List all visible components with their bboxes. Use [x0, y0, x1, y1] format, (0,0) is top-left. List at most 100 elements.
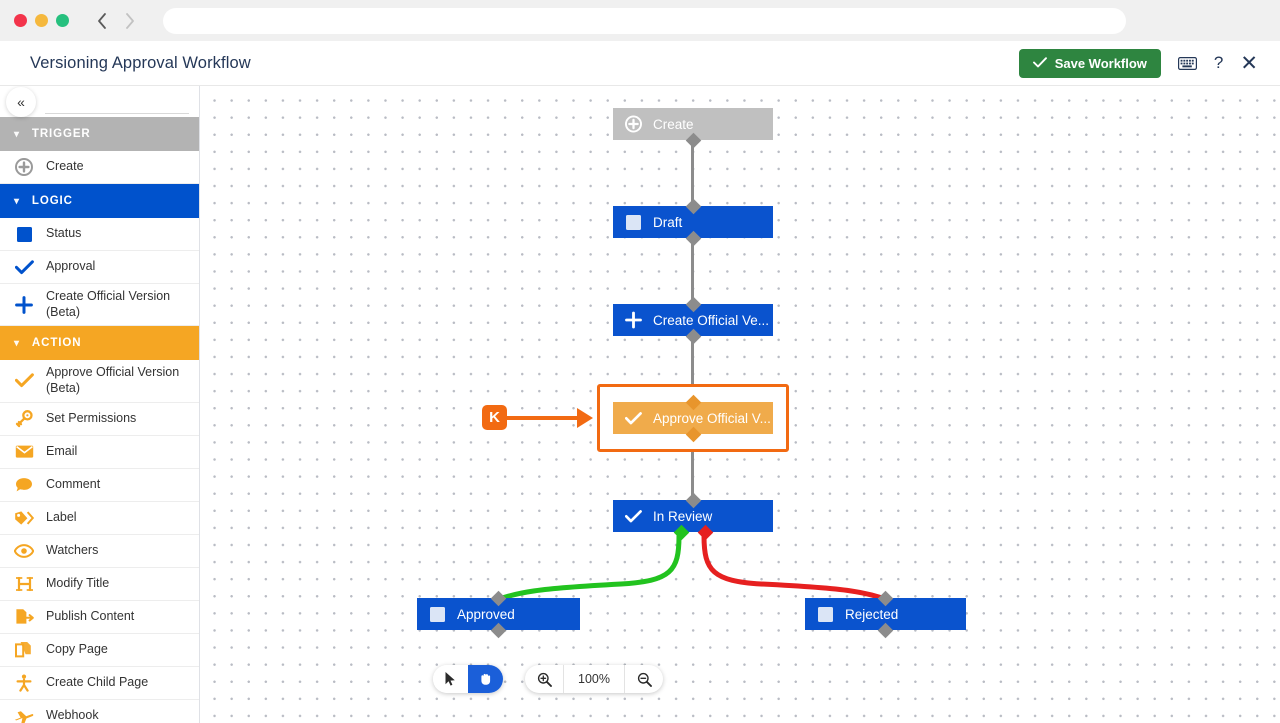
back-icon[interactable]	[95, 11, 109, 31]
sidebar-item-watchers[interactable]: Watchers	[0, 534, 199, 568]
minimize-window-button[interactable]	[35, 14, 48, 27]
sidebar-item-create-child-page[interactable]: Create Child Page	[0, 666, 199, 700]
sidebar-section-label: LOGIC	[31, 195, 73, 207]
square-icon	[625, 214, 642, 230]
sidebar-item-create[interactable]: Create	[0, 151, 199, 184]
plus-icon	[625, 311, 642, 329]
sidebar-item-label: Approve Official Version (Beta)	[46, 365, 180, 395]
workflow-node-label: In Review	[653, 508, 713, 524]
annotation-arrow-line	[507, 416, 577, 420]
plus-icon	[12, 294, 36, 316]
close-window-button[interactable]	[14, 14, 27, 27]
check-icon	[625, 509, 642, 524]
sidebar-section-trigger[interactable]: ▾ TRIGGER	[0, 117, 199, 151]
sidebar-item-label: Webhook	[46, 707, 99, 722]
sidebar-item-status[interactable]: Status	[0, 218, 199, 251]
heading-icon	[12, 573, 36, 595]
sidebar-topbar: «	[0, 86, 199, 117]
check-icon	[12, 256, 36, 278]
sidebar-search-input[interactable]	[45, 113, 189, 114]
annotation-arrow-head	[577, 408, 593, 428]
pan-tool-button[interactable]	[468, 665, 503, 693]
sidebar-item-copy-page[interactable]: Copy Page	[0, 633, 199, 667]
sidebar-item-label: Status	[46, 226, 82, 241]
sidebar-item-label: Modify Title	[46, 575, 110, 590]
sidebar-item-label: Email	[46, 443, 78, 458]
sidebar-item-label: Publish Content	[46, 608, 135, 623]
edge-aov-review	[691, 430, 694, 508]
check-icon	[1032, 55, 1047, 71]
save-workflow-button[interactable]: Save Workflow	[1018, 48, 1161, 78]
sidebar-item-label: Label	[46, 509, 77, 524]
eye-icon	[12, 540, 36, 562]
workflow-node-label: Create	[653, 116, 694, 132]
sidebar-section-logic[interactable]: ▾ LOGIC	[0, 184, 199, 218]
keyboard-icon[interactable]	[1177, 56, 1197, 70]
sidebar-item-label: Create Child Page	[46, 674, 149, 689]
webhook-icon	[12, 705, 36, 723]
chevron-down-icon: ▾	[14, 195, 20, 207]
sidebar-item-label: Watchers	[46, 542, 99, 557]
save-workflow-label: Save Workflow	[1054, 55, 1147, 71]
browser-chrome	[0, 0, 1280, 41]
edge-create-draft	[691, 136, 694, 214]
sidebar-section-label: ACTION	[31, 337, 82, 350]
help-button[interactable]: ?	[1213, 53, 1224, 72]
sidebar-item-label: Comment	[46, 476, 101, 491]
child-page-icon	[12, 672, 36, 694]
sidebar-item-publish-content[interactable]: Publish Content	[0, 600, 199, 634]
sidebar-item-webhook[interactable]: Webhook	[0, 699, 199, 723]
circle-plus-icon	[12, 156, 36, 178]
sidebar-item-label: Set Permissions	[46, 410, 137, 425]
workflow-node-label: Draft	[653, 214, 683, 230]
zoom-level-value[interactable]: 100%	[563, 665, 625, 693]
sidebar-item-approve-official-version-beta[interactable]: Approve Official Version (Beta)	[0, 360, 199, 403]
address-bar[interactable]	[163, 7, 1126, 34]
chevron-down-icon: ▾	[14, 337, 20, 349]
chevron-down-icon: ▾	[14, 128, 20, 140]
zoom-in-button[interactable]	[525, 665, 563, 693]
circle-plus-icon	[625, 115, 642, 133]
edge-draft-cov	[691, 234, 694, 312]
zoom-out-button[interactable]	[625, 665, 663, 693]
workflow-node-label: Rejected	[845, 606, 899, 622]
close-icon[interactable]: ✕	[1240, 51, 1258, 75]
sidebar-item-label: Copy Page	[46, 641, 108, 656]
sidebar-section-label: TRIGGER	[31, 128, 91, 140]
blue-square-icon	[12, 223, 36, 245]
workflow-node-label: Approve Official V...	[653, 410, 771, 426]
forward-icon[interactable]	[123, 11, 137, 31]
key-icon	[12, 408, 36, 430]
workflow-node-create[interactable]: Create	[613, 108, 773, 140]
maximize-window-button[interactable]	[56, 14, 69, 27]
edge-cov-aov	[691, 332, 694, 410]
sidebar-item-label: Create	[46, 159, 84, 174]
sidebar-item-comment[interactable]: Comment	[0, 468, 199, 502]
tag-icon	[12, 507, 36, 529]
square-icon	[429, 606, 446, 622]
sidebar-collapse-button[interactable]: «	[6, 87, 36, 117]
sidebar-item-email[interactable]: Email	[0, 435, 199, 469]
sidebar-item-modify-title[interactable]: Modify Title	[0, 567, 199, 601]
page-title: Versioning Approval Workflow	[30, 53, 251, 72]
tool-group	[433, 665, 503, 693]
workflow-node-label: Approved	[457, 606, 515, 622]
comment-icon	[12, 474, 36, 496]
workflow-node-label: Create Official Ve...	[653, 312, 770, 328]
sidebar-item-label[interactable]: Label	[0, 501, 199, 535]
select-tool-button[interactable]	[433, 665, 468, 693]
square-icon	[817, 606, 834, 622]
sidebar-section-action[interactable]: ▾ ACTION	[0, 326, 199, 361]
check-icon	[625, 411, 642, 426]
annotation-badge-k: K	[482, 405, 507, 430]
publish-icon	[12, 606, 36, 628]
copy-icon	[12, 639, 36, 661]
header-actions: Save Workflow ? ✕	[1018, 48, 1258, 78]
sidebar-item-approval[interactable]: Approval	[0, 251, 199, 284]
sidebar-item-set-permissions[interactable]: Set Permissions	[0, 402, 199, 436]
zoom-group: 100%	[525, 665, 663, 693]
sidebar-item-create-official-version-beta[interactable]: Create Official Version (Beta)	[0, 284, 199, 327]
